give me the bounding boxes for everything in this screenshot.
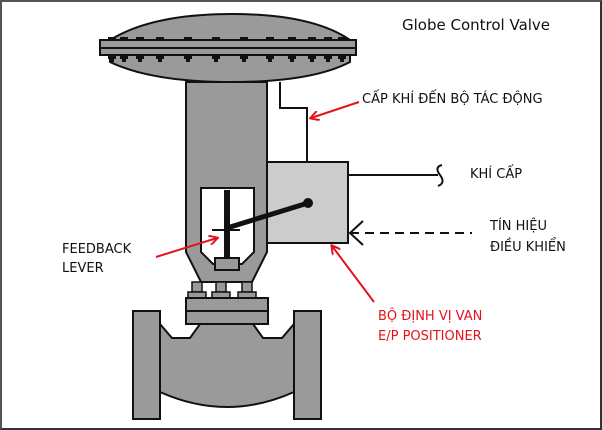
flange-bolt-head — [324, 37, 332, 40]
flange-bolt-tip — [340, 59, 344, 62]
bonnet-flange — [185, 281, 269, 325]
flange-bolt-head — [338, 37, 346, 40]
flange-bolt-head — [288, 37, 296, 40]
flange-bolt-tip — [138, 59, 142, 62]
flange-bolt-head — [266, 37, 274, 40]
flange-bolt-nut — [212, 55, 220, 59]
flange-bolt-nut — [120, 55, 128, 59]
flange-bolt-head — [184, 37, 192, 40]
flange-bolt-nut — [324, 55, 332, 59]
label-feedback-lever-1: FEEDBACK — [62, 242, 132, 257]
flange-bolt-head — [156, 37, 164, 40]
positioner-arrow — [332, 246, 375, 303]
label-control-signal-1: TÍN HIỆU — [490, 219, 547, 234]
flange-bolt-nut — [240, 55, 248, 59]
flange-bolt-tip — [214, 59, 218, 62]
flange-bolt-tip — [186, 59, 190, 62]
label-positioner-1: BỘ ĐỊNH VỊ VAN — [378, 309, 483, 324]
flange-bolt-nut — [184, 55, 192, 59]
flange-bolt-nut — [266, 55, 274, 59]
flange-bolt-tip — [158, 59, 162, 62]
flange-bolt-head — [308, 37, 316, 40]
flange-bolt-tip — [242, 59, 246, 62]
label-control-signal-2: ĐIỀU KHIỂN — [490, 240, 566, 255]
flange-bolt-head — [120, 37, 128, 40]
actuator-yoke — [185, 81, 268, 283]
flange-bolt-tip — [290, 59, 294, 62]
break-symbol — [436, 164, 444, 187]
flange-bolt-nut — [338, 55, 346, 59]
air-line-to-actuator — [279, 82, 308, 162]
label-air-to-actuator: CẤP KHÍ ĐẾN BỘ TÁC ĐỘNG — [362, 92, 543, 107]
diagram-title: Globe Control Valve — [402, 16, 551, 34]
lever-pivot — [303, 198, 313, 208]
feedback-lever — [226, 200, 309, 231]
flange-bolt-tip — [326, 59, 330, 62]
flange-bolt-tip — [310, 59, 314, 62]
feedback-lever-arrow — [155, 238, 217, 258]
flange-bolt-tip — [122, 59, 126, 62]
flange-bolt-tip — [110, 59, 114, 62]
label-feedback-lever-2: LEVER — [62, 261, 104, 276]
flange-bolt-nut — [156, 55, 164, 59]
flange-bolt-nut — [308, 55, 316, 59]
valve-body — [132, 310, 322, 420]
label-positioner-2: E/P POSITIONER — [378, 329, 482, 344]
control-signal-arrowhead — [348, 220, 364, 246]
flange-bolt-nut — [288, 55, 296, 59]
flange-bolt-head — [136, 37, 144, 40]
flange-bolt-nut — [108, 55, 116, 59]
flange-bolt-head — [240, 37, 248, 40]
flange-bolt-head — [108, 37, 116, 40]
flange-bolt-head — [212, 37, 220, 40]
flange-bolt-tip — [268, 59, 272, 62]
label-supply-air: KHÍ CẤP — [470, 167, 523, 182]
actuator-diaphragm — [99, 12, 357, 84]
flange-bolt-nut — [136, 55, 144, 59]
air-to-actuator-arrow — [311, 101, 360, 118]
